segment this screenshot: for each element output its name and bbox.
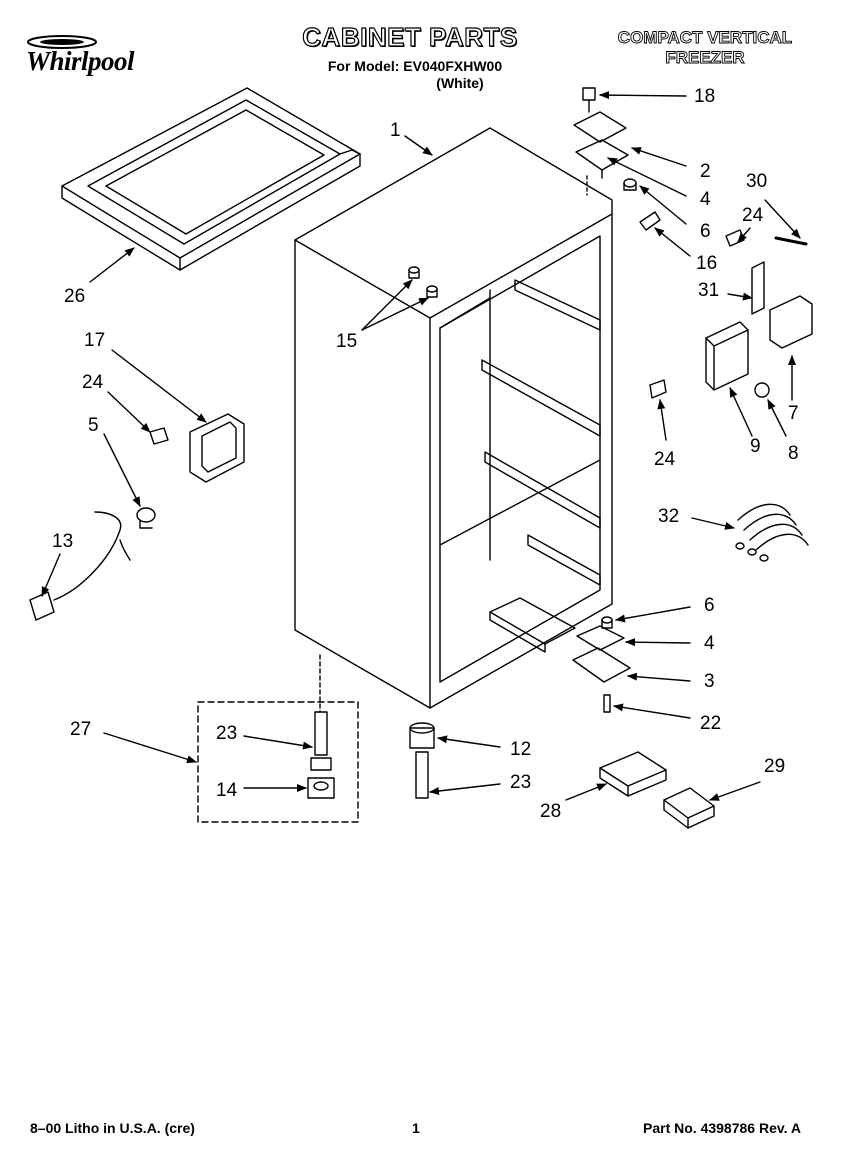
callout-labels: 1 2 3 4 4 5 6 6 7 8 9 12 13 14 15 16 17 … (52, 86, 799, 822)
callout-6a: 6 (700, 221, 711, 242)
leader-1 (404, 135, 433, 156)
leader-23b (429, 783, 501, 795)
leader-30 (764, 199, 801, 239)
callout-4b: 4 (704, 633, 715, 654)
leader-24b (107, 391, 151, 433)
logo-swoosh-icon (27, 35, 97, 49)
leader-12 (437, 735, 501, 748)
page-title: CABINET PARTS (302, 21, 518, 52)
callout-13: 13 (52, 531, 73, 552)
footer-page-number: 1 (412, 1120, 420, 1136)
callout-16: 16 (696, 253, 717, 274)
callout-4a: 4 (700, 189, 711, 210)
callout-24b: 24 (82, 372, 104, 393)
callout-6b: 6 (704, 595, 715, 616)
footer-part-number: Part No. 4398786 Rev. A (643, 1120, 801, 1136)
callout-31: 31 (698, 280, 719, 301)
leader-28 (565, 783, 607, 801)
leader-5 (103, 433, 141, 507)
product-name-line1: COMPACT VERTICAL (617, 28, 793, 48)
whirlpool-logo: Whirlpool (22, 32, 162, 80)
callout-9: 9 (750, 436, 761, 457)
callout-5: 5 (88, 415, 99, 436)
callout-8: 8 (788, 443, 799, 464)
leader-8 (767, 399, 787, 437)
leader-6a (639, 185, 687, 225)
product-name-line2: FREEZER (665, 48, 745, 68)
callout-27: 27 (70, 719, 91, 740)
leader-16 (654, 227, 691, 257)
bottom-hinge-parts (572, 616, 631, 713)
callout-24c: 24 (654, 449, 676, 470)
leader-32 (691, 517, 735, 530)
callout-28: 28 (540, 801, 561, 822)
callout-18: 18 (694, 86, 715, 107)
leader-6b (615, 606, 691, 623)
model-number: For Model: EV040FXHW00 (327, 58, 503, 74)
callout-22: 22 (700, 713, 721, 734)
leader-24a (737, 227, 751, 243)
callout-24a: 24 (742, 205, 764, 226)
leader-4a (607, 157, 687, 197)
leader-24c (657, 399, 667, 441)
leader-3 (627, 672, 691, 682)
leader-26 (89, 247, 135, 283)
callout-23a: 23 (216, 723, 237, 744)
top-cover-part (61, 87, 361, 271)
leader-15b (361, 297, 429, 331)
callout-2: 2 (700, 161, 711, 182)
callout-30: 30 (746, 171, 767, 192)
leader-2 (631, 147, 687, 167)
leader-27 (103, 732, 197, 764)
leader-13 (41, 553, 61, 597)
callout-23b: 23 (510, 772, 531, 793)
leader-22 (613, 703, 691, 719)
model-variant: (White) (436, 75, 484, 91)
top-hinge-parts (573, 87, 661, 231)
callout-26: 26 (64, 286, 85, 307)
callout-17: 17 (84, 330, 105, 351)
leader-4b (625, 638, 691, 647)
callout-1: 1 (390, 120, 401, 141)
callout-3: 3 (704, 671, 715, 692)
leader-18 (599, 91, 687, 100)
callout-14: 14 (216, 780, 238, 801)
roller-leg-parts (409, 722, 435, 799)
leader-9 (729, 387, 753, 437)
callout-32: 32 (658, 506, 679, 527)
leader-17 (111, 349, 207, 423)
leveling-leg-kit (197, 701, 359, 823)
leader-29 (709, 781, 761, 801)
callout-29: 29 (764, 756, 785, 777)
thermostat-and-cord-parts (29, 413, 245, 621)
footer-print-info: 8–00 Litho in U.S.A. (cre) (30, 1120, 195, 1136)
leader-23a (243, 735, 313, 750)
storage-trays (599, 751, 715, 829)
callout-12: 12 (510, 739, 531, 760)
cabinet-part (294, 127, 613, 713)
callout-leader-lines (41, 91, 801, 801)
leader-31 (727, 292, 753, 301)
callout-15: 15 (336, 331, 357, 352)
callout-7: 7 (788, 403, 799, 424)
brand-name: Whirlpool (26, 46, 135, 76)
leader-15a (361, 279, 413, 331)
